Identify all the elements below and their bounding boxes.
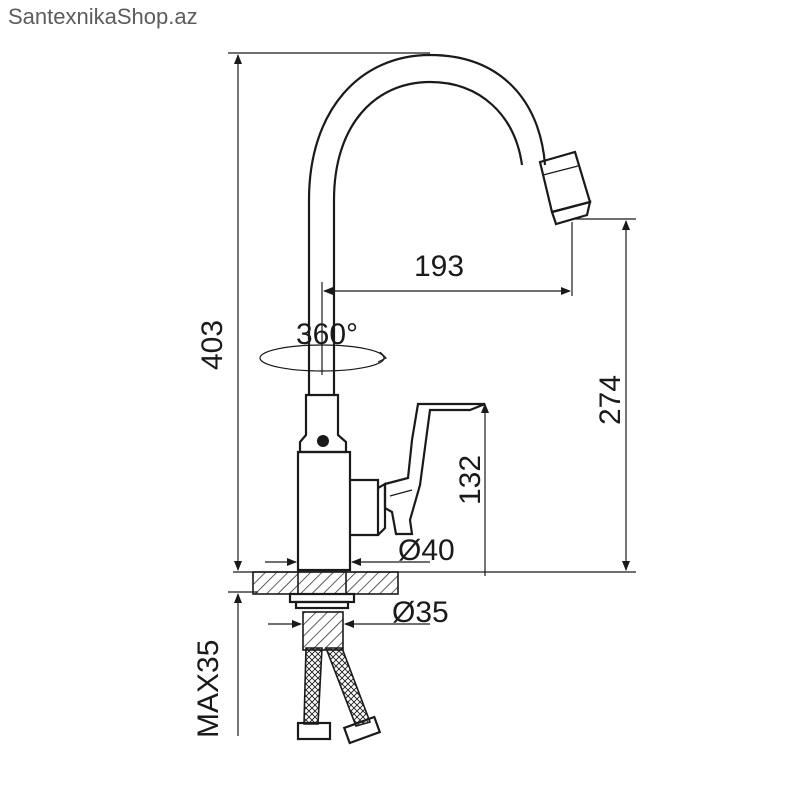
aerator <box>550 200 592 226</box>
dimension-max-counter: MAX35 <box>192 591 258 738</box>
dimension-spout-reach: 193 <box>321 222 573 375</box>
label-diameter-40: Ø40 <box>398 534 455 567</box>
label-132: 132 <box>454 455 487 505</box>
mounting-nut <box>288 592 356 651</box>
set-screw-icon <box>317 435 329 447</box>
dimension-body-diameter: Ø40 <box>265 534 455 567</box>
supply-hoses <box>296 647 382 745</box>
dimension-thread-diameter: Ø35 <box>268 596 449 629</box>
watermark-text: SantexnikaShop.az <box>8 4 198 29</box>
rotation-indicator: 360° <box>259 318 388 372</box>
label-193: 193 <box>414 250 464 283</box>
label-diameter-35: Ø35 <box>392 596 449 629</box>
dimension-spout-height: 274 <box>572 218 636 571</box>
faucet-body <box>296 450 387 572</box>
spout <box>307 53 592 395</box>
hose-fitting-right <box>342 715 382 745</box>
label-max35: MAX35 <box>192 640 225 738</box>
swivel-collar <box>298 393 348 454</box>
dimension-height-total: 403 <box>196 52 430 571</box>
label-360: 360° <box>296 318 358 351</box>
lever-handle <box>383 402 486 536</box>
label-403: 403 <box>196 320 229 370</box>
countertop-section <box>252 571 399 595</box>
dimension-handle-height: 132 <box>454 403 489 576</box>
label-274: 274 <box>594 375 627 425</box>
hose-fitting-left <box>296 721 332 741</box>
